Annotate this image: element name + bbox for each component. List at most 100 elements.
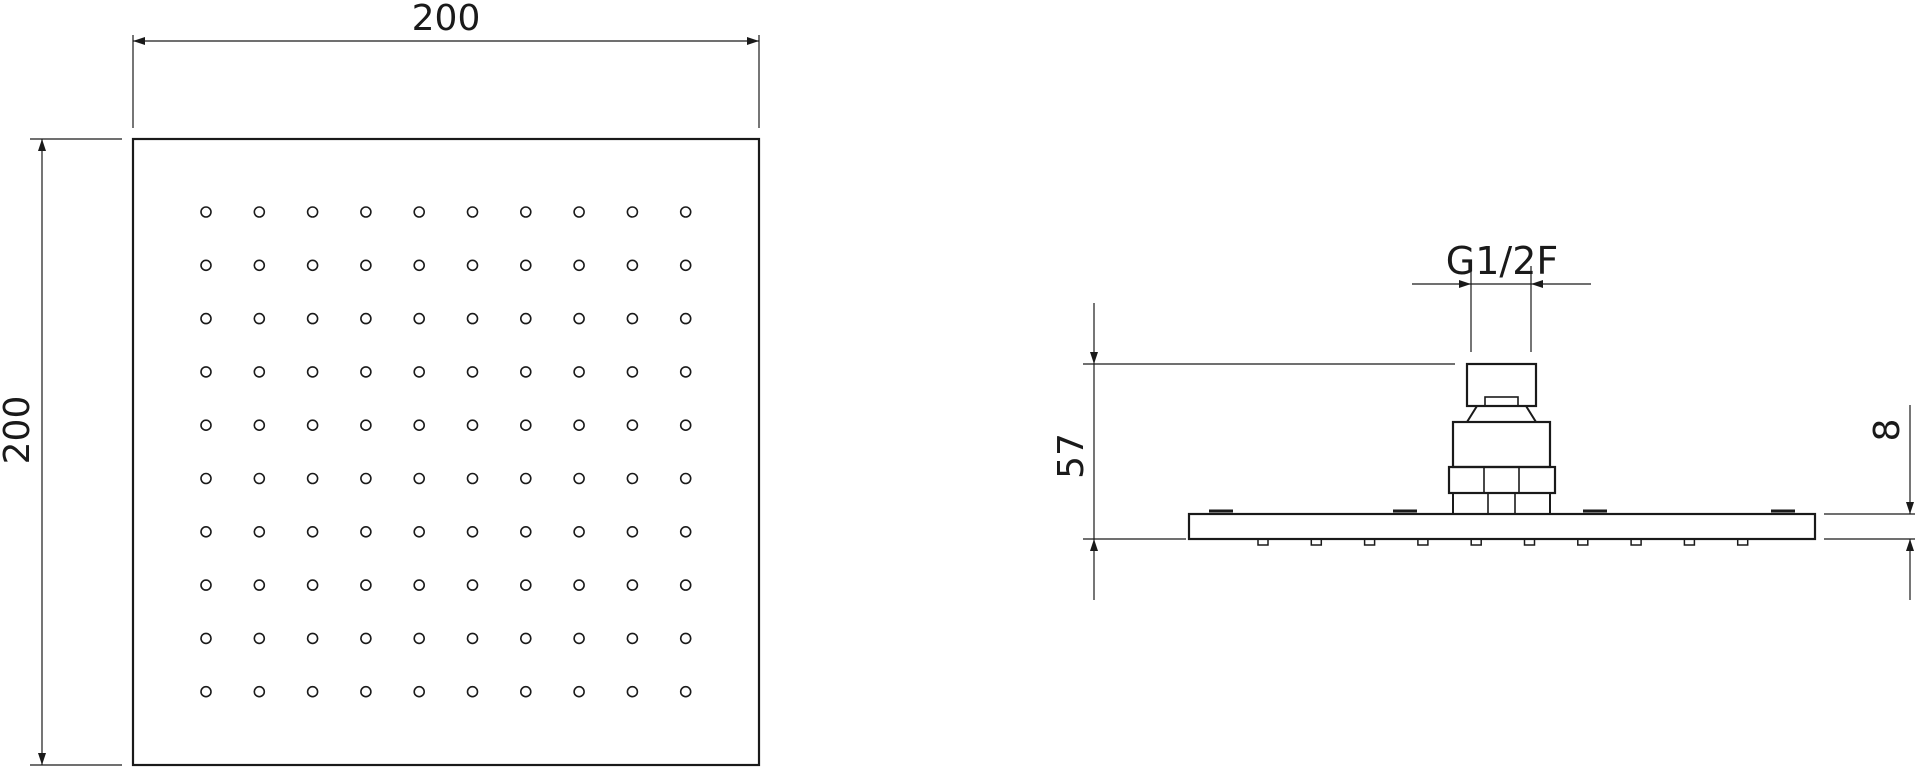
nozzle-hole	[679, 525, 692, 538]
nozzle-hole	[413, 472, 426, 485]
nozzle-hole	[200, 525, 212, 538]
nozzle-hole	[253, 632, 266, 645]
nozzle-hole	[626, 366, 639, 378]
nozzle-hole	[466, 366, 479, 378]
shower-plate-outline	[131, 137, 761, 767]
nozzle-hole	[253, 259, 266, 272]
nozzle-hole	[413, 685, 426, 698]
nozzle-hole	[413, 632, 426, 645]
nozzle-hole	[360, 685, 372, 698]
nozzle-hole	[360, 525, 372, 538]
nozzle-hole	[466, 206, 479, 218]
nozzle-hole	[626, 472, 639, 485]
nozzle-hole	[626, 312, 639, 325]
nozzle-hole	[519, 206, 532, 218]
nozzle-hole	[360, 472, 372, 485]
nozzle-hole	[306, 259, 319, 272]
nozzle-hole	[679, 419, 692, 432]
nozzle-hole	[306, 632, 319, 645]
swivel-connector	[1447, 362, 1557, 515]
nozzle-hole	[573, 259, 585, 272]
nozzle-hole	[573, 685, 585, 698]
nozzle-hole	[466, 632, 479, 645]
nozzle-hole	[466, 685, 479, 698]
nozzle-hole	[573, 419, 585, 432]
nozzle-hole	[466, 419, 479, 432]
nozzle-hole	[626, 525, 639, 538]
nozzle-hole	[306, 579, 319, 591]
top-view: 200 200	[0, 0, 761, 767]
nozzle-hole	[519, 259, 532, 272]
nozzle-hole	[519, 579, 532, 591]
nozzle-hole	[306, 525, 319, 538]
nozzle-hole	[413, 259, 426, 272]
nozzle-hole	[626, 259, 639, 272]
nozzle-hole	[360, 312, 372, 325]
nozzle-hole	[519, 632, 532, 645]
width-dimension-label: 200	[412, 0, 481, 39]
connector-top-block	[1465, 362, 1538, 408]
nozzle-hole	[360, 206, 372, 218]
nozzle-hole	[200, 579, 212, 591]
connector-notch	[1484, 396, 1519, 407]
side-view: G1/2F 57 8	[1051, 239, 1915, 600]
nozzle-hole	[626, 206, 639, 218]
nozzle-hole	[200, 632, 212, 645]
nozzle-hole	[413, 366, 426, 378]
nozzle-hole	[679, 259, 692, 272]
nozzle-hole	[360, 419, 372, 432]
nozzle-tip	[1523, 538, 1536, 546]
nozzle-hole	[626, 579, 639, 591]
nozzle-hole	[253, 525, 266, 538]
nozzle-hole	[360, 579, 372, 591]
nozzle-hole	[466, 259, 479, 272]
nozzle-hole	[573, 366, 585, 378]
nozzle-hole	[466, 525, 479, 538]
nozzle-tip	[1417, 538, 1429, 546]
nozzle-hole	[253, 685, 266, 698]
nozzle-hole	[679, 366, 692, 378]
connector-nut	[1447, 465, 1557, 495]
nozzle-hole	[519, 525, 532, 538]
nozzle-hole	[679, 206, 692, 218]
nozzle-tip	[1630, 538, 1642, 546]
nozzle-hole	[519, 366, 532, 378]
nozzle-hole	[626, 632, 639, 645]
height-dimension-label: 200	[0, 396, 38, 465]
nozzle-hole	[200, 472, 212, 485]
nozzle-hole	[413, 312, 426, 325]
nozzle-hole	[306, 366, 319, 378]
nozzle-hole	[360, 632, 372, 645]
nozzle-hole	[200, 366, 212, 378]
connector-body	[1451, 420, 1552, 469]
nozzle-tip	[1257, 538, 1269, 546]
nozzle-hole	[466, 579, 479, 591]
nozzle-hole	[200, 419, 212, 432]
nozzle-tip	[1683, 538, 1696, 546]
nozzle-hole	[679, 472, 692, 485]
nozzle-hole	[306, 419, 319, 432]
nozzle-hole	[200, 259, 212, 272]
nozzle-hole	[573, 206, 585, 218]
nozzle-tip	[1363, 538, 1376, 546]
nozzle-hole	[306, 206, 319, 218]
nozzle-hole	[253, 579, 266, 591]
nozzle-hole	[519, 419, 532, 432]
connector-base	[1452, 492, 1551, 515]
thread-dimension-label: G1/2F	[1446, 239, 1558, 283]
overall-height-dimension-label: 57	[1051, 433, 1092, 479]
nozzle-tip	[1470, 538, 1482, 546]
nozzle-hole	[679, 579, 692, 591]
nozzle-hole	[306, 472, 319, 485]
nozzle-hole	[413, 525, 426, 538]
nozzle-hole	[306, 685, 319, 698]
nozzle-hole	[413, 419, 426, 432]
nozzle-hole	[200, 312, 212, 325]
nozzle-hole	[466, 312, 479, 325]
nozzle-grid	[200, 206, 692, 698]
nozzle-hole	[253, 419, 266, 432]
nozzle-hole	[519, 312, 532, 325]
nozzle-hole	[253, 206, 266, 218]
nozzle-hole	[413, 206, 426, 218]
